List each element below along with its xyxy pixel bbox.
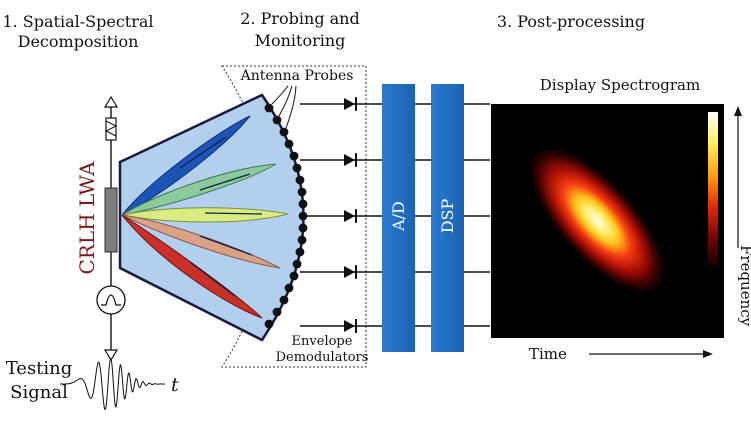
termination-load-icon [104, 117, 118, 141]
frequency-axis-arrow [734, 106, 742, 248]
diode-3 [344, 209, 357, 223]
spectrogram [491, 104, 724, 338]
pulse-source-icon [96, 285, 126, 315]
envelope-label-line1: Envelope [292, 334, 353, 349]
display-title: Display Spectrogram [540, 76, 700, 94]
beam-1 [121, 115, 251, 216]
antenna-probes-label: Antenna Probes [240, 68, 354, 84]
ad-label: A/D [389, 201, 408, 232]
ad-block: A/D [382, 84, 415, 352]
diode-4 [344, 265, 357, 279]
time-axis-label: Time [529, 345, 567, 363]
crlh-lwa-label: CRLH LWA [75, 161, 99, 275]
antenna-probes [264, 103, 308, 329]
step2-title-line1: 2. Probing and [240, 9, 359, 28]
beam-3 [121, 207, 289, 223]
frequency-axis-label: Frequency [737, 245, 751, 327]
time-symbol: t [171, 374, 179, 396]
testing-signal-line1: Testing [6, 358, 73, 379]
diode-5 [344, 319, 357, 333]
crlh-antenna-strip [104, 187, 118, 253]
diode-2 [344, 153, 357, 167]
step3-title: 3. Post-processing [497, 12, 645, 31]
dsp-block: DSP [431, 84, 464, 352]
testing-signal-line2: Signal [10, 382, 68, 403]
beam-4 [121, 214, 281, 269]
envelope-label-line2: Demodulators [276, 350, 369, 365]
beam-5 [121, 214, 263, 319]
step1-title-line1: 1. Spatial-Spectral [2, 12, 153, 31]
antenna-probes-pointers [271, 85, 297, 129]
colorbar [708, 112, 718, 266]
time-axis-arrow [589, 350, 713, 358]
testing-signal-waveform [60, 358, 165, 411]
dsp-label: DSP [438, 198, 457, 233]
beam-2 [121, 163, 277, 216]
step1-title-line2: Decomposition [18, 32, 139, 51]
diode-1 [344, 97, 357, 111]
step2-title-line2: Monitoring [255, 31, 346, 50]
